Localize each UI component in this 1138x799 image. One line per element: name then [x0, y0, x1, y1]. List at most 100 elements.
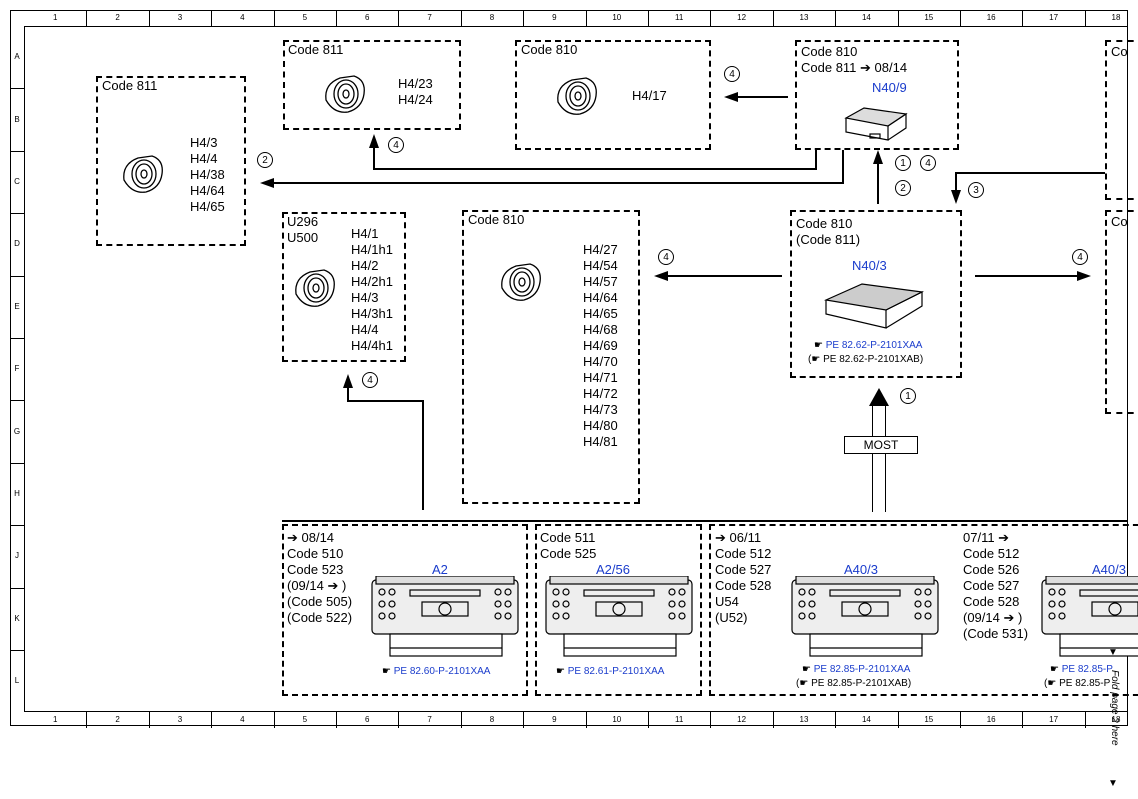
grid-tick: [523, 712, 525, 728]
grid-column-label: 12: [737, 715, 747, 724]
box-a40-3b-ref1-text[interactable]: PE 82.85-P: [1061, 664, 1113, 675]
box-a2-id: A2: [432, 562, 448, 577]
speaker-icon: [557, 77, 597, 115]
box-n40-3-ref1-text[interactable]: PE 82.62-P-2101XAA: [825, 340, 923, 351]
box-code-810-top-code: Code 810: [521, 42, 578, 57]
circled-number: 1: [900, 388, 916, 404]
box-a2-ref: ☛ PE 82.60-P-2101XAA: [382, 666, 490, 678]
grid-tick: [86, 10, 88, 26]
grid-tick: [10, 650, 24, 651]
ref-hand-icon: ☛: [382, 666, 391, 677]
grid-tick: [897, 10, 899, 26]
circled-number: 3: [968, 182, 984, 198]
grid-column-label: 16: [986, 715, 996, 724]
grid-tick: [273, 10, 275, 26]
grid-tick: [1022, 10, 1024, 26]
circled-number: 2: [895, 180, 911, 196]
box-u296-code: U296 U500: [287, 214, 319, 245]
box-a40-3a-ref1-text[interactable]: PE 82.85-P-2101XAA: [813, 664, 911, 675]
grid-tick: [585, 712, 587, 728]
radio-head-unit-icon: [544, 575, 694, 671]
grid-tick: [897, 712, 899, 728]
box-code-811-left-code: Code 811: [102, 78, 158, 93]
grid-column-label: 4: [240, 13, 245, 22]
box-n40-3-id: N40/3: [852, 258, 887, 273]
grid-row-label: C: [14, 177, 20, 186]
grid-tick: [1022, 712, 1024, 728]
grid-tick: [960, 712, 961, 728]
grid-column-label: 17: [1049, 715, 1059, 724]
box-n40-3-ref2-prefix: (: [808, 354, 812, 365]
radio-head-unit-icon: [790, 575, 940, 671]
grid-column-label: 14: [861, 13, 871, 22]
grid-column-label: 3: [177, 715, 183, 724]
grid-column-label: 10: [612, 715, 622, 724]
ref-hand-icon: ☛: [814, 340, 823, 351]
grid-row-label: B: [14, 114, 20, 124]
grid-tick: [710, 712, 712, 728]
box-a2-56-id: A2/56: [596, 562, 630, 577]
grid-tick: [710, 10, 712, 26]
grid-column-label: 12: [737, 13, 747, 22]
box-code-810-mid: [462, 210, 640, 504]
grid-column-label: 15: [924, 13, 934, 22]
grid-column-label: 2: [115, 13, 120, 22]
box-a2-ref-text[interactable]: PE 82.60-P-2101XAA: [393, 666, 491, 677]
grid-tick: [648, 712, 649, 728]
speaker-icon: [295, 269, 335, 307]
speaker-icon: [325, 75, 365, 113]
grid-tick: [648, 10, 649, 26]
box-a40-3a-id: A40/3: [844, 562, 878, 577]
box-n40-3: [790, 210, 962, 378]
box-code-811-top-labels: H4/23 H4/24: [398, 76, 433, 107]
grid-column-label: 10: [612, 13, 622, 22]
circled-number: 4: [920, 155, 936, 171]
grid-column-label: 13: [799, 715, 809, 724]
most-bus-label: MOST: [844, 436, 918, 454]
ref-hand-icon: ☛: [1050, 664, 1059, 675]
box-a40-3b-ref2: (☛ PE 82.85-P: [1044, 678, 1111, 689]
speaker-icon: [501, 263, 541, 301]
box-n40-3-ref2: (☛ PE 82.62-P-2101XAB): [808, 354, 923, 366]
box-n40-3-code: Code 810 (Code 811): [796, 216, 861, 247]
grid-column-label: 18: [1111, 13, 1121, 22]
amplifier-icon: [823, 283, 925, 329]
grid-column-label: 9: [552, 13, 557, 22]
grid-column-label: 15: [924, 715, 934, 724]
grid-tick: [585, 10, 587, 26]
grid-column-label: 11: [675, 13, 684, 22]
grid-tick: [772, 10, 774, 26]
grid-row-label: G: [13, 426, 21, 436]
box-n40-9: [795, 40, 959, 150]
fold-marker-icon: ▼: [1108, 778, 1118, 789]
grid-tick: [398, 10, 400, 26]
grid-column-label: 5: [302, 13, 308, 22]
box-a40-3b-ref1: ☛ PE 82.85-P: [1050, 664, 1113, 676]
radio-head-unit-icon: [370, 575, 520, 671]
circled-number: 4: [658, 249, 674, 265]
grid-column-label: 16: [986, 13, 996, 22]
grid-column-label: 4: [240, 715, 245, 724]
grid-column-label: 1: [52, 13, 58, 22]
drawing-inner-frame: [24, 26, 1128, 712]
grid-tick: [10, 587, 24, 589]
circled-number: 4: [724, 66, 740, 82]
grid-tick: [1084, 10, 1086, 26]
grid-tick: [835, 712, 837, 728]
box-code-811-left: [96, 76, 246, 246]
box-code-811-top: [283, 40, 461, 130]
grid-tick: [10, 525, 24, 527]
ref-hand-icon: ☛: [799, 678, 809, 689]
grid-tick: [398, 712, 400, 728]
box-a2-56-ref-text[interactable]: PE 82.61-P-2101XAA: [567, 666, 665, 677]
box-u296: [282, 212, 406, 362]
box-code-810-mid-labels: H4/27 H4/54 H4/57 H4/64 H4/65 H4/68 H4/6…: [583, 242, 618, 449]
grid-column-label: 7: [427, 715, 432, 724]
box-n40-9-id: N40/9: [872, 80, 907, 95]
box-code-810-top-labels: H4/17: [632, 88, 667, 103]
grid-row-label: E: [14, 301, 20, 311]
grid-column-label: 6: [364, 13, 370, 22]
grid-tick: [772, 712, 774, 728]
grid-tick: [10, 462, 24, 464]
box-code-811-top-code: Code 811: [288, 42, 344, 57]
